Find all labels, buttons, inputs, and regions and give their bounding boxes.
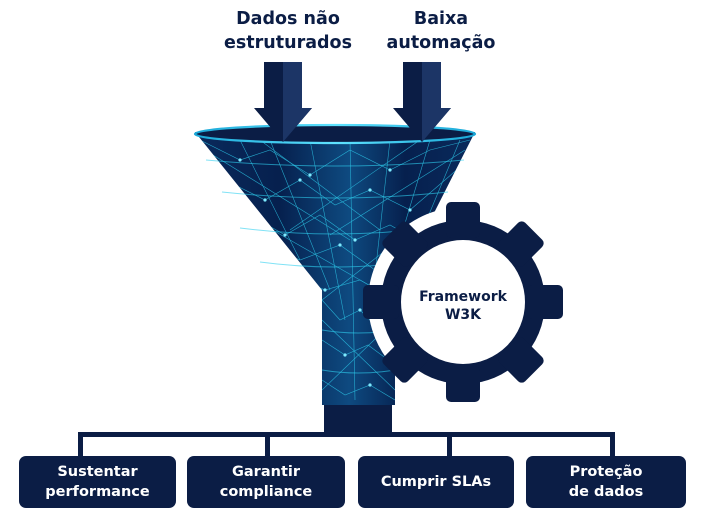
input-label-line: automação — [386, 33, 496, 53]
gear-icon — [363, 202, 563, 402]
funnel-mesh-nodes — [238, 158, 427, 387]
input-label-line: estruturados — [224, 33, 352, 53]
funnel-rim — [193, 123, 477, 145]
arrow-down-icon — [254, 62, 312, 142]
output-box-line: Cumprir SLAs — [380, 474, 492, 490]
output-box-meet-slas: Cumprir SLAs — [358, 456, 514, 508]
gear-label-line: Framework — [419, 289, 507, 305]
output-box-line: Sustentar — [57, 464, 138, 480]
gear-label-line: W3K — [444, 307, 482, 323]
input-label-unstructured-data: Dados não estruturados — [215, 7, 361, 55]
gear-label: Framework W3K — [398, 288, 528, 324]
output-box-line: de dados — [568, 484, 644, 500]
funnel-spout-base — [324, 405, 392, 433]
output-box-data-protection: Proteção de dados — [526, 456, 686, 508]
output-box-line: compliance — [219, 484, 313, 500]
output-box-line: Garantir — [232, 464, 300, 480]
output-box-ensure-compliance: Garantir compliance — [187, 456, 345, 508]
input-label-line: Baixa — [413, 9, 469, 29]
input-label-low-automation: Baixa automação — [380, 7, 502, 55]
output-box-sustain-performance: Sustentar performance — [19, 456, 176, 508]
arrow-down-icon — [393, 62, 451, 142]
output-box-line: performance — [45, 484, 150, 500]
output-box-line: Proteção — [569, 464, 643, 480]
output-connectors — [78, 432, 615, 458]
input-label-line: Dados não — [236, 9, 340, 29]
